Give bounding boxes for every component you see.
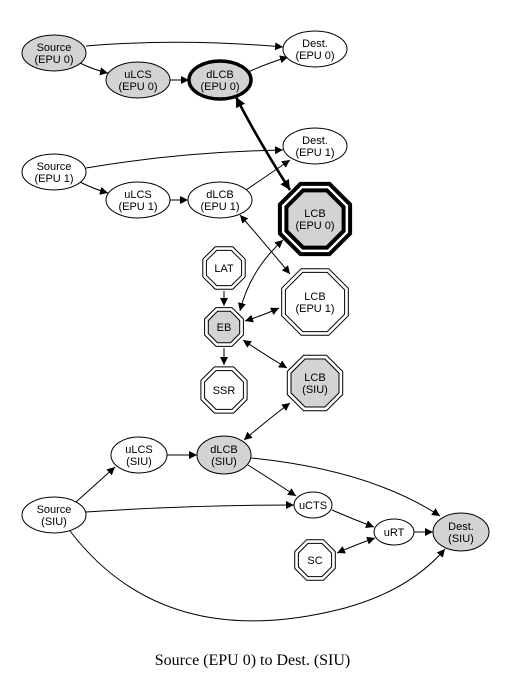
node-label: (EPU 0)	[200, 81, 239, 93]
edge-src-epu0-to-ulcs-epu0	[79, 62, 109, 76]
edge-dlcb-siu-to-lcb-siu	[243, 402, 291, 441]
node-urt: uRT	[373, 518, 415, 546]
node-label: (EPU 0)	[34, 54, 73, 66]
node-dest-epu1: Dest.(EPU 1)	[282, 127, 348, 165]
edge-src-siu-to-ucts	[85, 501, 295, 513]
edge-src-siu-to-dest-siu	[69, 530, 446, 622]
edge-eb-to-lcb-siu	[242, 339, 288, 369]
node-label: dLCB	[210, 444, 238, 456]
node-shape	[110, 436, 168, 474]
node-label: (SIU)	[302, 384, 328, 396]
node-label: (SIU)	[448, 533, 474, 545]
edge-dlcb-siu-to-ucts	[247, 464, 297, 497]
edge-src-epu1-to-ulcs-epu1	[79, 181, 109, 195]
node-lcb-epu1: LCB(EPU 1)	[281, 268, 349, 336]
node-shape	[432, 512, 490, 552]
node-label: Source	[37, 504, 72, 516]
edge-dlcb-siu-to-dest-siu	[250, 457, 441, 517]
node-shape-inner	[284, 188, 346, 250]
edge-eb-to-lcb-epu1	[244, 307, 280, 323]
dependency-graph: Source(EPU 0)Dest.(EPU 0)uLCS(EPU 0)dLCB…	[21, 30, 490, 622]
edge-dlcb-epu1-to-dest-epu1	[245, 159, 291, 191]
node-label: uLCS	[125, 444, 153, 456]
node-dlcb-epu1: dLCB(EPU 1)	[187, 181, 253, 219]
node-ulcs-siu: uLCS(SIU)	[110, 436, 168, 474]
node-shape	[21, 496, 87, 534]
node-ssr: SSR	[200, 366, 248, 414]
node-dest-siu: Dest.(SIU)	[432, 512, 490, 552]
node-shape	[105, 181, 171, 219]
node-shape-inner	[284, 271, 346, 333]
node-label: (EPU 0)	[295, 50, 334, 62]
node-shape	[282, 127, 348, 165]
node-label: (EPU 1)	[118, 201, 157, 213]
node-dest-epu0: Dest.(EPU 0)	[282, 30, 348, 68]
edge-eb-to-lcb-epu0	[238, 239, 284, 312]
node-lcb-epu0: LCB(EPU 0)	[277, 181, 353, 257]
edge-ucts-to-urt	[331, 509, 375, 528]
node-label: (SIU)	[41, 516, 67, 528]
edge-src-epu0-to-dest-epu0	[85, 41, 284, 51]
node-label: uCTS	[299, 500, 327, 512]
node-label: Source	[37, 42, 72, 54]
node-src-epu1: Source(EPU 1)	[21, 153, 87, 191]
node-label: Source	[37, 161, 72, 173]
node-label: LCB	[304, 372, 325, 384]
node-ucts: uCTS	[293, 491, 333, 519]
node-dlcb-epu0: dLCB(EPU 0)	[187, 59, 253, 101]
node-label: dLCB	[206, 189, 234, 201]
node-label: SC	[307, 555, 322, 567]
node-shape-inner	[297, 542, 333, 578]
node-shape	[105, 61, 171, 99]
node-sc: SC	[294, 539, 336, 581]
node-shape-inner	[205, 249, 243, 287]
node-dlcb-siu: dLCB(SIU)	[196, 435, 252, 475]
node-label: (EPU 1)	[200, 201, 239, 213]
node-src-siu: Source(SIU)	[21, 496, 87, 534]
node-label: EB	[217, 322, 232, 334]
node-label: SSR	[213, 385, 236, 397]
node-shape	[21, 153, 87, 191]
node-shape	[282, 30, 348, 68]
node-label: LCB	[304, 208, 325, 220]
node-shape	[187, 59, 253, 101]
node-label: Dest.	[302, 38, 328, 50]
node-label: LCB	[304, 291, 325, 303]
edge-dlcb-epu0-to-lcb-epu0	[234, 96, 292, 191]
node-label: dLCB	[206, 69, 234, 81]
node-label: (SIU)	[211, 456, 237, 468]
node-src-epu0: Source(EPU 0)	[21, 34, 87, 72]
node-label: Dest.	[302, 135, 328, 147]
node-shape-inner	[204, 370, 244, 410]
node-label: uLCS	[124, 189, 152, 201]
node-shape-inner	[290, 358, 340, 408]
node-label: (EPU 1)	[295, 147, 334, 159]
edge-src-siu-to-ulcs-siu	[75, 466, 116, 503]
node-ulcs-epu1: uLCS(EPU 1)	[105, 181, 171, 219]
node-shape	[196, 435, 252, 475]
node-shape	[21, 34, 87, 72]
node-ulcs-epu0: uLCS(EPU 0)	[105, 61, 171, 99]
node-label: LAT	[214, 263, 234, 275]
node-label: uRT	[384, 527, 405, 539]
node-label: Dest.	[448, 521, 474, 533]
node-lat: LAT	[202, 246, 246, 290]
edge-src-epu1-to-dest-epu1	[85, 146, 284, 169]
node-label: (EPU 1)	[295, 303, 334, 315]
node-label: (SIU)	[126, 456, 152, 468]
node-lcb-siu: LCB(SIU)	[286, 354, 344, 412]
node-label: (EPU 1)	[34, 173, 73, 185]
node-eb: EB	[204, 307, 244, 347]
node-shape	[187, 181, 253, 219]
node-shape	[373, 518, 415, 546]
node-label: (EPU 0)	[118, 81, 157, 93]
node-label: uLCS	[124, 69, 152, 81]
edge-dlcb-epu0-to-dest-epu0	[247, 55, 289, 73]
figure-caption: Source (EPU 0) to Dest. (SIU)	[154, 652, 351, 669]
node-shape-inner	[207, 310, 241, 344]
node-label: (EPU 0)	[295, 220, 334, 232]
node-shape	[293, 491, 333, 519]
edge-sc-to-urt	[336, 536, 376, 554]
